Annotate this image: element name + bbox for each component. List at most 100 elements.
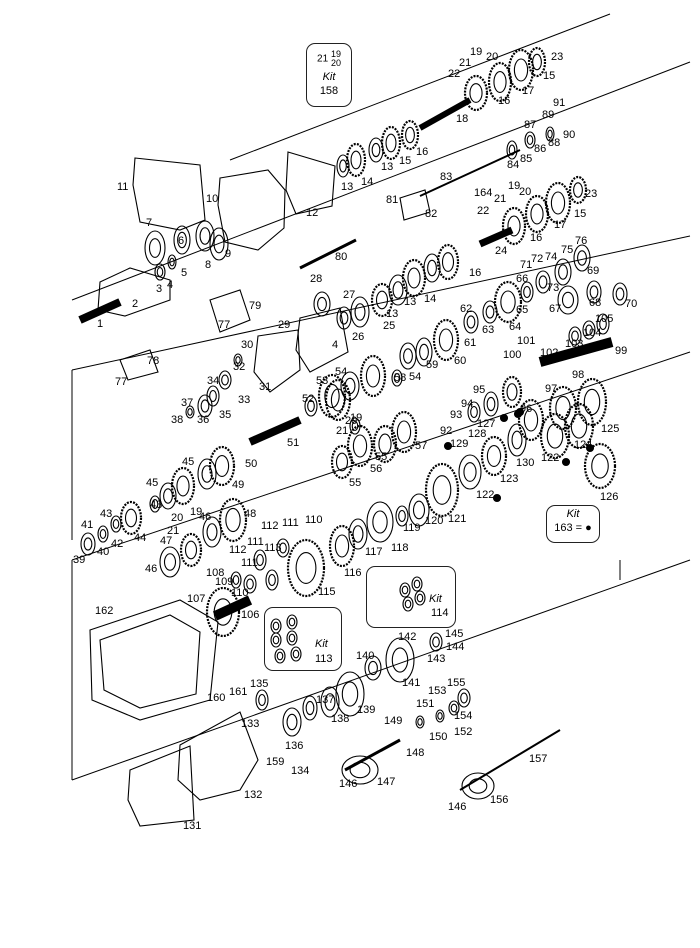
callout-68: 68 <box>589 297 601 309</box>
frame-line-5 <box>71 351 691 561</box>
callout-86: 86 <box>534 143 546 155</box>
callout-77: 77 <box>115 376 127 388</box>
right-part-6 <box>463 310 479 334</box>
bearing-103-0 <box>596 313 610 335</box>
callout-160: 160 <box>207 692 225 704</box>
callout-67: 67 <box>549 303 561 315</box>
ring-137 <box>302 695 318 721</box>
row108-11 <box>230 571 242 589</box>
shaft51-gear-1 <box>324 378 352 422</box>
lower-left-11 <box>179 532 203 568</box>
shaft51-gear-4 <box>372 424 398 464</box>
callout-29: 29 <box>278 319 290 331</box>
upper-gear-4 <box>336 154 350 178</box>
upper-gear-1 <box>380 125 402 161</box>
callout-59: 59 <box>426 359 438 371</box>
kit-163-label: Kit <box>566 508 580 520</box>
callout-120: 120 <box>425 515 443 527</box>
callout-19: 19 <box>508 180 520 192</box>
lower-left-1 <box>197 458 217 490</box>
kit-113-label: Kit <box>315 638 328 650</box>
callout-24: 24 <box>495 245 507 257</box>
kit-163-dot-4 <box>492 493 502 503</box>
callout-22: 22 <box>477 205 489 217</box>
callout-61: 61 <box>464 337 476 349</box>
callout-31: 31 <box>259 381 271 393</box>
callout-45: 45 <box>182 456 194 468</box>
callout-11: 11 <box>117 181 128 193</box>
cluster-4 <box>483 391 499 417</box>
callout-111: 111 <box>241 557 258 569</box>
right-part-1 <box>554 258 572 286</box>
callout-113: 113 <box>264 542 282 554</box>
lower-left-5 <box>119 500 143 536</box>
callout-41: 41 <box>81 519 93 531</box>
callout-101: 101 <box>517 335 535 347</box>
fork-146a <box>341 755 379 785</box>
row2-gear-3 <box>501 206 527 246</box>
callout-131: 131 <box>183 820 201 832</box>
callout-83: 83 <box>440 171 452 183</box>
callout-162: 162 <box>95 605 113 617</box>
callout-27: 27 <box>343 289 355 301</box>
case-162-inner <box>99 614 201 709</box>
row2-gear-0 <box>568 175 588 205</box>
callout-99: 99 <box>615 345 627 357</box>
callout-64: 64 <box>509 321 521 333</box>
callout-104: 104 <box>583 327 601 339</box>
row108-10 <box>243 574 257 594</box>
shaft51-gear-5 <box>390 410 418 454</box>
callout-145: 145 <box>445 628 463 640</box>
callout-119: 119 <box>403 522 421 534</box>
bearing-103-1 <box>582 320 596 340</box>
callout-49: 49 <box>232 479 244 491</box>
callout-21: 21 <box>167 525 179 537</box>
callout-23: 23 <box>551 51 563 63</box>
seal-138 <box>320 686 340 718</box>
cover-30 <box>253 329 301 393</box>
small151-0 <box>457 688 471 708</box>
callout-152: 152 <box>454 726 472 738</box>
callout-130: 130 <box>516 457 534 469</box>
kit-158-label: Kit <box>322 71 336 83</box>
lower-left-9 <box>218 497 248 543</box>
kit-113-number: 113 <box>315 653 333 665</box>
callout-94: 94 <box>461 398 473 410</box>
callout-115: 115 <box>318 586 336 598</box>
callout-54: 54 <box>409 371 421 383</box>
kit-163-dot-6 <box>513 409 523 419</box>
callout-75: 75 <box>561 244 573 256</box>
callout-96: 96 <box>520 403 532 415</box>
shaft-98 <box>538 337 614 367</box>
gasket-131 <box>127 745 195 827</box>
callout-32: 32 <box>233 361 245 373</box>
mid-gear-2 <box>401 258 427 298</box>
callout-13: 13 <box>386 308 398 320</box>
washer-143 <box>429 632 443 652</box>
callout-13: 13 <box>381 161 393 173</box>
callout-60: 60 <box>454 355 466 367</box>
callout-74: 74 <box>545 251 557 263</box>
lower-left-4 <box>149 495 161 513</box>
gear53-row-6 <box>391 369 403 387</box>
callout-85: 85 <box>520 153 532 165</box>
seal-140 <box>364 655 382 681</box>
small-part-0 <box>545 126 555 142</box>
left-part-2 <box>195 220 215 252</box>
callout-154: 154 <box>454 710 472 722</box>
callout-161: 161 <box>229 686 247 698</box>
mid-gear-6 <box>313 291 331 317</box>
mainshaft-51 <box>248 416 302 446</box>
callout-151: 151 <box>416 698 434 710</box>
kit-114-label: Kit <box>429 593 442 605</box>
callout-8: 8 <box>205 259 211 271</box>
callout-16: 16 <box>416 146 428 158</box>
right-part-0 <box>573 244 591 272</box>
callout-90: 90 <box>563 129 575 141</box>
callout-20: 20 <box>345 415 357 427</box>
callout-14: 14 <box>424 293 436 305</box>
kit-158-part-20: 20 <box>330 58 341 68</box>
callout-55: 55 <box>375 451 387 463</box>
callout-133: 133 <box>241 718 259 730</box>
callout-57: 57 <box>415 440 427 452</box>
